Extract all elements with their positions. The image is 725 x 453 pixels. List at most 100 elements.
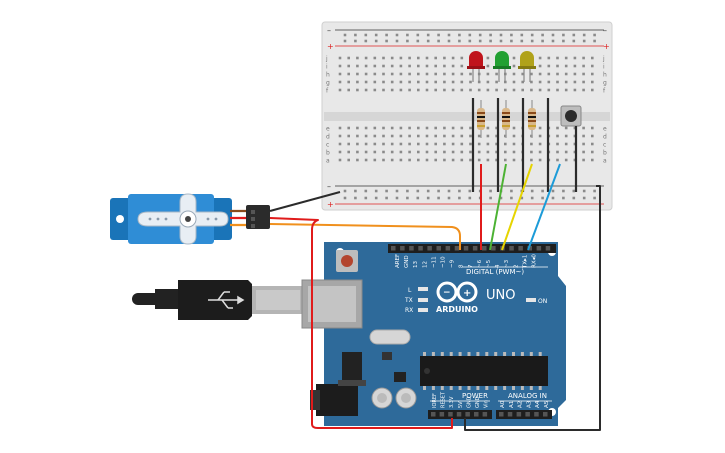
breadboard-hole[interactable] xyxy=(591,150,594,154)
breadboard-hole[interactable] xyxy=(486,64,490,68)
rail-hole[interactable] xyxy=(572,189,576,193)
breadboard-hole[interactable] xyxy=(425,88,429,92)
breadboard-hole[interactable] xyxy=(399,80,403,84)
breadboard-hole[interactable] xyxy=(591,134,594,138)
breadboard-hole[interactable] xyxy=(347,134,350,138)
breadboard-hole[interactable] xyxy=(469,158,472,162)
breadboard-hole[interactable] xyxy=(460,56,464,60)
breadboard-hole[interactable] xyxy=(356,64,359,68)
breadboard-hole[interactable] xyxy=(460,64,464,68)
breadboard-hole[interactable] xyxy=(390,150,394,154)
breadboard-hole[interactable] xyxy=(338,64,342,68)
breadboard-hole[interactable] xyxy=(486,158,490,162)
breadboard-hole[interactable] xyxy=(434,80,437,84)
breadboard-hole[interactable] xyxy=(564,142,568,146)
breadboard-hole[interactable] xyxy=(521,88,524,92)
rail-hole[interactable] xyxy=(541,196,544,200)
rail-hole[interactable] xyxy=(406,33,409,37)
rail-hole[interactable] xyxy=(562,189,565,193)
breadboard-hole[interactable] xyxy=(486,72,490,76)
breadboard-hole[interactable] xyxy=(408,158,411,162)
breadboard-hole[interactable] xyxy=(530,142,533,146)
digital-header-pin[interactable] xyxy=(463,246,469,251)
breadboard-hole[interactable] xyxy=(373,126,377,130)
breadboard-hole[interactable] xyxy=(338,80,342,84)
breadboard-hole[interactable] xyxy=(573,126,577,130)
breadboard-hole[interactable] xyxy=(591,56,594,60)
breadboard-hole[interactable] xyxy=(425,80,429,84)
breadboard-hole[interactable] xyxy=(512,80,516,84)
breadboard-hole[interactable] xyxy=(530,72,533,76)
breadboard-hole[interactable] xyxy=(538,56,542,60)
breadboard-hole[interactable] xyxy=(373,134,377,138)
breadboard-hole[interactable] xyxy=(434,142,437,146)
breadboard-hole[interactable] xyxy=(591,126,594,130)
breadboard-hole[interactable] xyxy=(469,126,472,130)
breadboard-hole[interactable] xyxy=(469,72,472,76)
breadboard-hole[interactable] xyxy=(382,56,385,60)
digital-header-pin[interactable] xyxy=(482,246,487,251)
breadboard-hole[interactable] xyxy=(408,150,411,154)
breadboard-hole[interactable] xyxy=(443,126,446,130)
rail-hole[interactable] xyxy=(385,39,388,43)
wire-orange-servo-signal[interactable] xyxy=(269,223,461,250)
breadboard-hole[interactable] xyxy=(373,64,377,68)
rail-hole[interactable] xyxy=(416,189,420,193)
rail-hole[interactable] xyxy=(364,189,368,193)
breadboard-hole[interactable] xyxy=(347,64,350,68)
rail-hole[interactable] xyxy=(458,189,461,193)
breadboard-hole[interactable] xyxy=(591,158,594,162)
breadboard-hole[interactable] xyxy=(495,134,498,138)
breadboard-hole[interactable] xyxy=(469,80,472,84)
wire-black-gnd-breadboard[interactable] xyxy=(269,191,341,212)
rail-hole[interactable] xyxy=(395,189,399,193)
rail-hole[interactable] xyxy=(510,189,513,193)
breadboard-hole[interactable] xyxy=(512,158,516,162)
rail-hole[interactable] xyxy=(541,189,544,193)
digital-header-pin[interactable] xyxy=(527,246,533,251)
digital-header-pin[interactable] xyxy=(391,246,396,251)
rail-hole[interactable] xyxy=(406,189,409,193)
breadboard-hole[interactable] xyxy=(443,158,446,162)
breadboard-hole[interactable] xyxy=(556,126,559,130)
wire-green-led[interactable] xyxy=(489,163,507,251)
wire-yellow-led[interactable] xyxy=(501,163,533,251)
rail-hole[interactable] xyxy=(582,39,586,43)
rail-hole[interactable] xyxy=(374,33,378,37)
breadboard-hole[interactable] xyxy=(347,126,350,130)
rail-hole[interactable] xyxy=(499,33,503,37)
rail-hole[interactable] xyxy=(551,33,555,37)
rail-hole[interactable] xyxy=(530,39,534,43)
breadboard-hole[interactable] xyxy=(573,150,577,154)
rail-hole[interactable] xyxy=(541,33,544,37)
breadboard-hole[interactable] xyxy=(460,88,464,92)
power-header-pin[interactable] xyxy=(456,412,462,417)
breadboard-hole[interactable] xyxy=(556,158,559,162)
rail-hole[interactable] xyxy=(416,33,420,37)
rail-hole[interactable] xyxy=(499,196,503,200)
power-header-pin[interactable] xyxy=(431,412,436,417)
breadboard-hole[interactable] xyxy=(338,72,342,76)
rail-hole[interactable] xyxy=(510,39,513,43)
rail-hole[interactable] xyxy=(447,196,451,200)
breadboard-hole[interactable] xyxy=(582,64,585,68)
breadboard-hole[interactable] xyxy=(582,158,585,162)
breadboard-hole[interactable] xyxy=(382,150,385,154)
rail-hole[interactable] xyxy=(437,189,440,193)
rail-hole[interactable] xyxy=(374,196,378,200)
breadboard-hole[interactable] xyxy=(434,88,437,92)
breadboard-hole[interactable] xyxy=(364,150,368,154)
breadboard-hole[interactable] xyxy=(451,56,455,60)
breadboard-hole[interactable] xyxy=(486,150,490,154)
breadboard-hole[interactable] xyxy=(408,64,411,68)
breadboard-hole[interactable] xyxy=(530,88,533,92)
breadboard-hole[interactable] xyxy=(434,56,437,60)
digital-header-pin[interactable] xyxy=(427,246,432,251)
breadboard-hole[interactable] xyxy=(347,142,350,146)
breadboard-hole[interactable] xyxy=(547,88,551,92)
breadboard-hole[interactable] xyxy=(373,72,377,76)
breadboard-hole[interactable] xyxy=(564,72,568,76)
rail-hole[interactable] xyxy=(343,33,347,37)
breadboard-hole[interactable] xyxy=(425,64,429,68)
breadboard-hole[interactable] xyxy=(443,88,446,92)
